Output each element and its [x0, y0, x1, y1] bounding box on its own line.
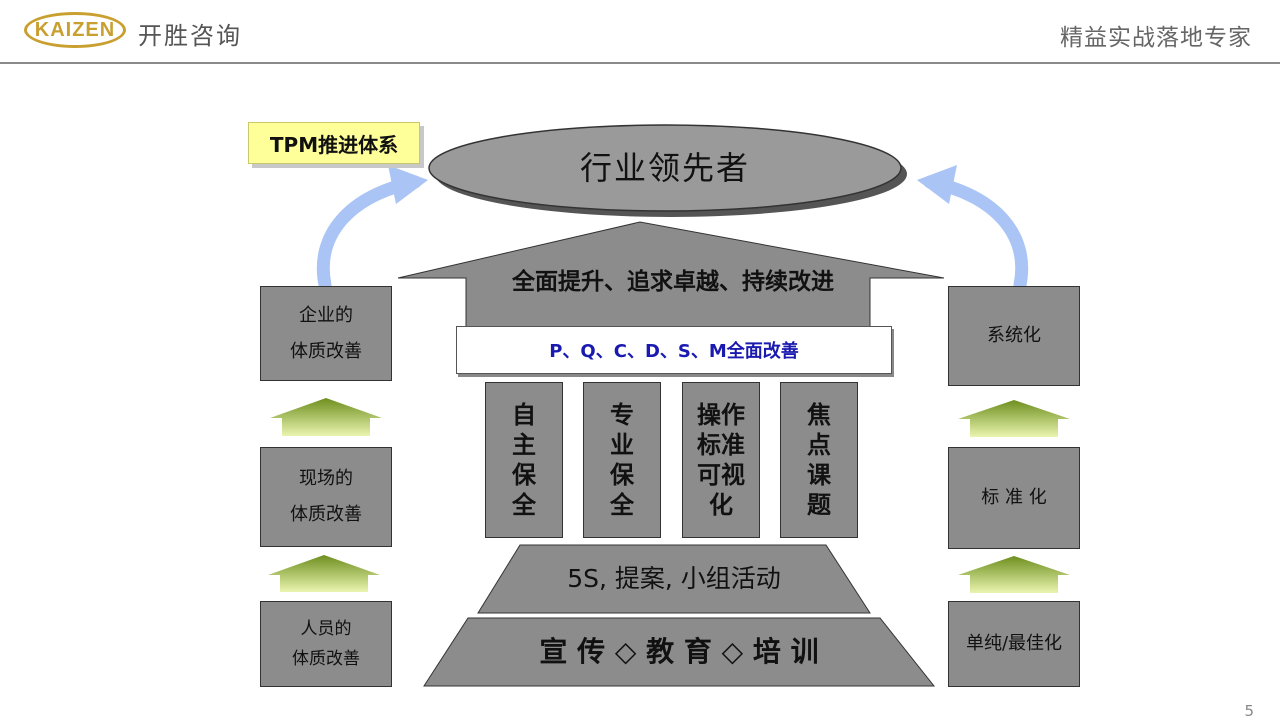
left-step-label: 现场的 体质改善: [290, 468, 362, 525]
left-step-label: 人员的 体质改善: [292, 619, 360, 669]
roof-shape: [397, 221, 945, 328]
goal-label: 行业领先者: [579, 149, 750, 187]
right-step-label: 标 准 化: [981, 487, 1047, 508]
left-step-site: 现场的 体质改善: [260, 447, 392, 547]
pillar-label: 自 主 保 全: [512, 401, 536, 519]
right-up-arrow-1: [958, 400, 1070, 437]
pillar-autonomous-maintenance: 自 主 保 全: [485, 382, 563, 538]
pillar-label: 专 业 保 全: [610, 401, 634, 519]
left-step-enterprise: 企业的 体质改善: [260, 286, 392, 381]
pillar-label: 操作 标准 可视 化: [697, 401, 745, 519]
page-number: 5: [1244, 702, 1254, 720]
pqcdsm-banner: P、Q、C、D、S、M全面改善: [456, 326, 892, 374]
left-step-personnel: 人员的 体质改善: [260, 601, 392, 687]
left-up-arrow-1: [270, 398, 382, 436]
company-name: 开胜咨询: [138, 22, 242, 50]
right-step-systematize: 系统化: [948, 286, 1080, 386]
right-step-label: 单纯/最佳化: [965, 633, 1063, 654]
slogan: 精益实战落地专家: [1060, 25, 1252, 51]
kaizen-logo: KAIZEN: [24, 12, 126, 48]
left-curved-arrow-head: [388, 165, 428, 204]
pillar-focused-topics: 焦 点 课 题: [780, 382, 858, 538]
goal-ellipse: [428, 124, 902, 212]
base-upper-label: 5S, 提案, 小组活动: [567, 564, 781, 593]
roof-label: 全面提升、追求卓越、持续改进: [512, 269, 834, 295]
right-curved-arrow-head: [917, 165, 957, 204]
header-divider: [0, 62, 1280, 64]
left-step-label: 企业的 体质改善: [290, 304, 362, 362]
pillar-operation-standard: 操作 标准 可视 化: [682, 382, 760, 538]
base-lower-label: 宣 传 ◇ 教 育 ◇ 培 训: [539, 635, 819, 668]
slide-header: KAIZEN 开胜咨询 精益实战落地专家: [0, 0, 1280, 62]
tpm-system-tag: TPM推进体系: [248, 122, 420, 164]
right-step-label: 系统化: [987, 325, 1041, 346]
right-step-simplify: 单纯/最佳化: [948, 601, 1080, 687]
base-lower-shape: [423, 617, 936, 687]
right-step-standardize: 标 准 化: [948, 447, 1080, 549]
pillar-professional-maintenance: 专 业 保 全: [583, 382, 661, 538]
base-upper-shape: [477, 544, 871, 614]
left-up-arrow-2: [268, 555, 380, 592]
pillar-label: 焦 点 课 题: [807, 401, 831, 519]
logo-text: KAIZEN: [34, 18, 116, 41]
right-up-arrow-2: [958, 556, 1070, 593]
